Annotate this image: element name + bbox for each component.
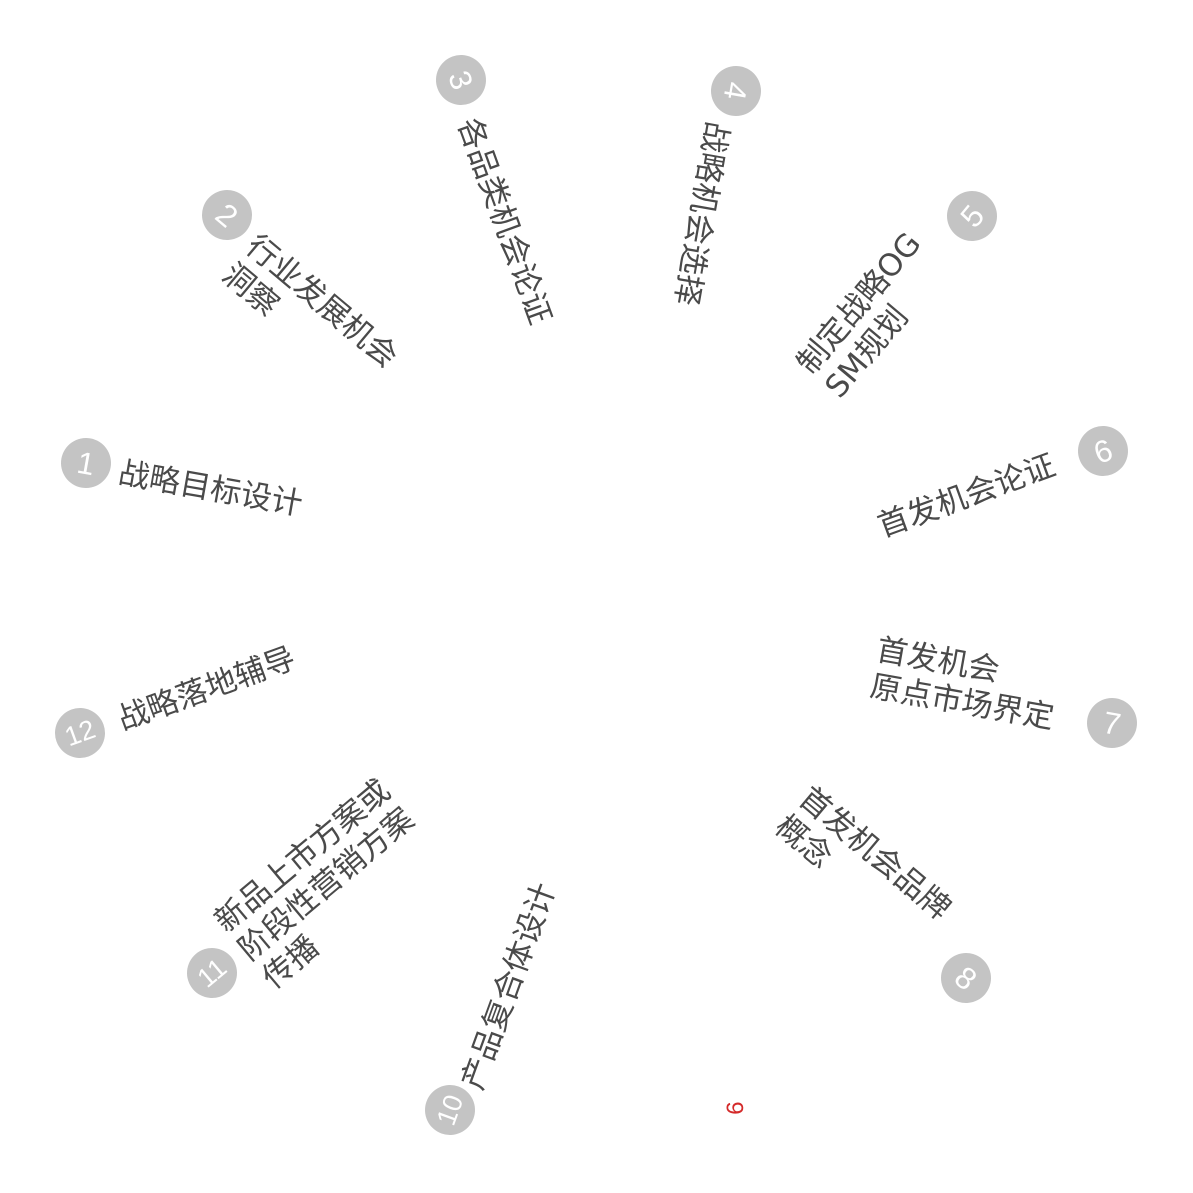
step-1-label: 战略目标设计 (115, 455, 306, 523)
step-6-number: 6 (1088, 431, 1118, 471)
step-7-label: 首发机会 原点市场界定 (867, 632, 1057, 737)
step-12-number: 12 (60, 713, 100, 752)
step-2-label: 行业发展机会 洞察 (215, 228, 405, 376)
step-11-number: 11 (191, 952, 233, 994)
step-11-label: 新品上市方案或 阶段性营销方案 传播 (208, 772, 422, 997)
step-9-number: 9 (720, 1101, 748, 1115)
step-4-badge: 4 (707, 62, 765, 120)
step-6-badge: 6 (1070, 418, 1136, 484)
step-4-label: 战略机会选择 (667, 118, 735, 309)
step-5-badge: 5 (936, 180, 1008, 252)
step-3-label: 各品类机会论证 (450, 113, 559, 330)
step-5-number: 5 (953, 198, 991, 234)
step-6-label: 首发机会论证 (873, 447, 1061, 545)
step-12-label: 战略落地辅导 (113, 640, 301, 738)
step-3-number: 3 (441, 65, 481, 95)
step-12-badge: 12 (47, 700, 113, 766)
step-7-number: 7 (1100, 704, 1124, 742)
step-8-badge: 8 (930, 942, 1002, 1014)
step-1-number: 1 (74, 444, 98, 482)
step-10-label: 产品复合体设计 (455, 878, 564, 1095)
step-1-badge: 1 (57, 434, 115, 492)
step-3-badge: 3 (428, 47, 494, 113)
step-8-number: 8 (948, 959, 984, 997)
step-8-label: 首发机会品牌 概念 (768, 780, 958, 928)
step-2-number: 2 (209, 196, 245, 234)
step-11-badge: 11 (176, 937, 248, 1009)
step-5-label: 制定战略OG SM规划 (790, 225, 929, 405)
step-10-number: 10 (430, 1090, 469, 1130)
step-7-badge: 7 (1083, 694, 1141, 752)
step-4-number: 4 (717, 79, 755, 103)
